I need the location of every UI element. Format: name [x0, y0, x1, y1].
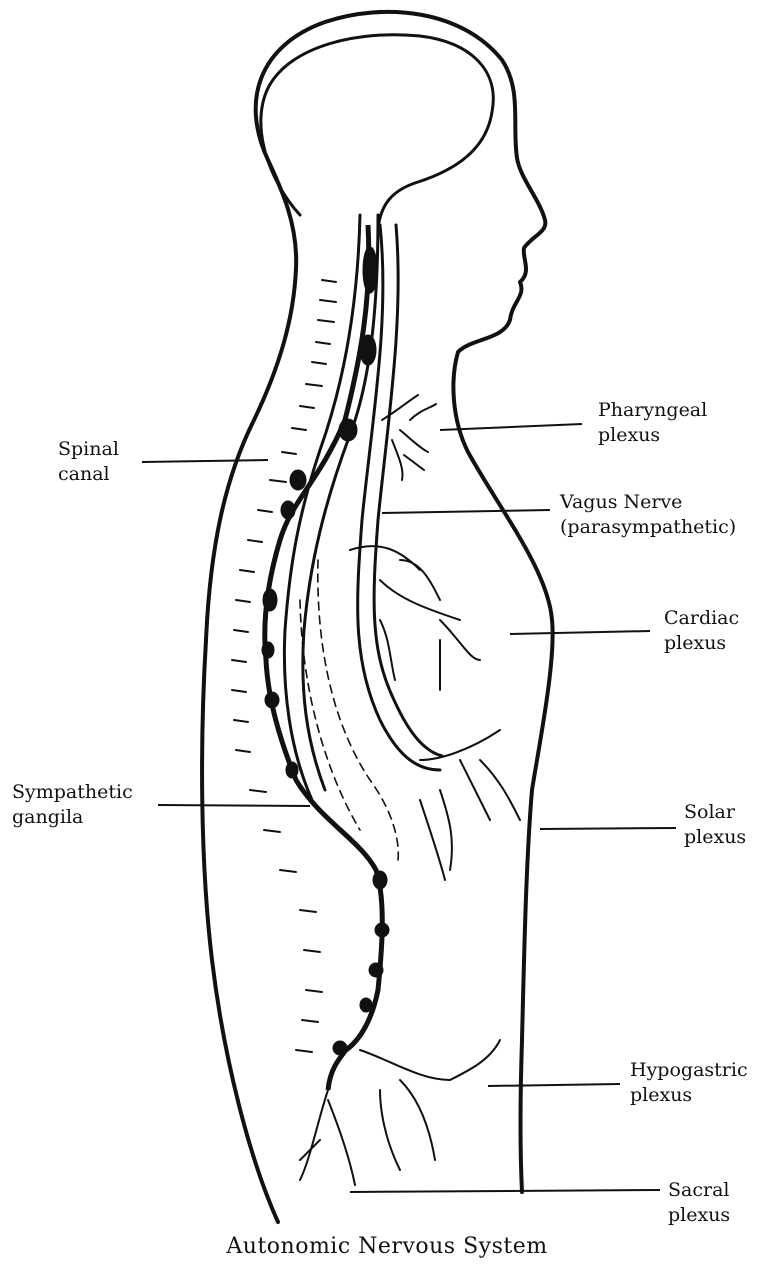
label-hypogastric-plexus: Hypogastric plexus	[630, 1058, 748, 1108]
label-sacral-plexus: Sacral plexus	[668, 1178, 730, 1228]
label-sympathetic-ganglia: Sympathetic gangila	[12, 780, 133, 830]
figure-caption: Autonomic Nervous System	[0, 1234, 774, 1259]
label-vagus-nerve: Vagus Nerve (parasympathetic)	[560, 490, 736, 540]
label-spinal-canal: Spinal canal	[58, 437, 119, 487]
label-cardiac-plexus: Cardiac plexus	[664, 606, 739, 656]
brain-outline	[261, 35, 493, 230]
label-pharyngeal-plexus: Pharyngeal plexus	[598, 398, 707, 448]
label-solar-plexus: Solar plexus	[684, 800, 746, 850]
